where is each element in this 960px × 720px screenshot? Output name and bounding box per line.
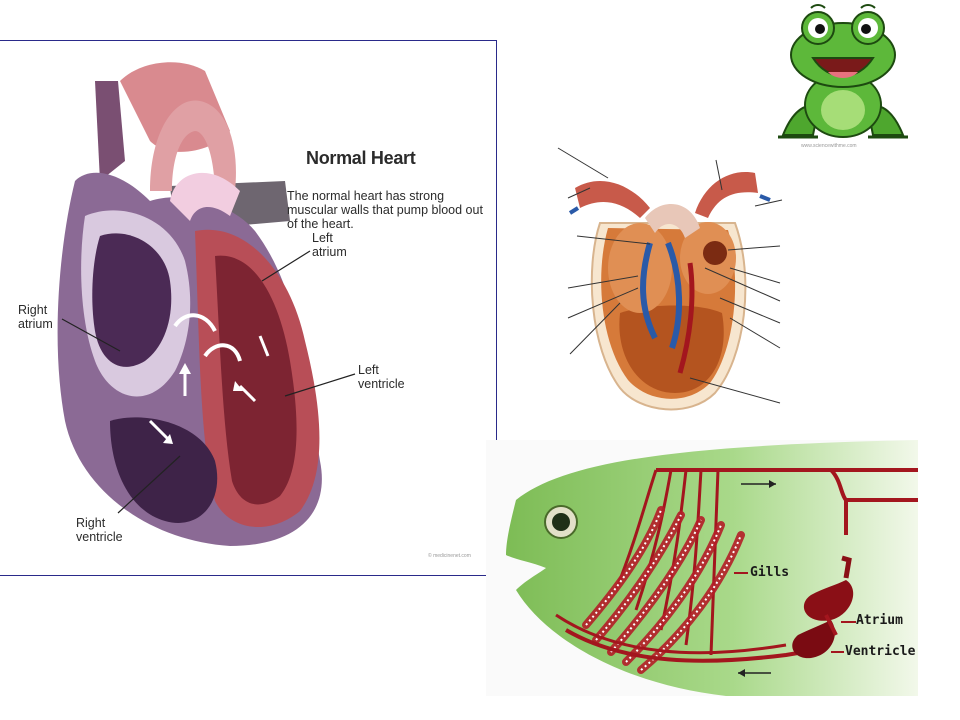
right-ventricle-label: Right ventricle xyxy=(76,516,123,544)
frog-icon xyxy=(778,4,908,139)
heart-description: The normal heart has strong muscular wal… xyxy=(287,189,483,231)
heart-credit: © medicinenet.com xyxy=(428,553,471,559)
frog-heart-illustration xyxy=(557,147,783,411)
right-atrium-label: Right atrium xyxy=(18,303,53,331)
normal-heart-panel: Normal Heart The normal heart has strong… xyxy=(0,40,497,576)
atrium-label: Atrium xyxy=(856,613,903,628)
left-atrium-label: Left atrium xyxy=(312,231,347,259)
frog-heart-panel xyxy=(490,118,800,418)
ventricle-label: Ventricle xyxy=(845,644,916,659)
fish-heart-illustration xyxy=(506,440,918,696)
fish-heart-panel: Gills Atrium Ventricle xyxy=(486,440,918,696)
left-ventricle-label: Left ventricle xyxy=(358,363,405,391)
human-heart-illustration xyxy=(57,62,356,546)
frog-credit: www.sciencewithme.com xyxy=(801,143,857,149)
gills-label: Gills xyxy=(750,565,790,580)
heart-title: Normal Heart xyxy=(306,148,416,168)
frog-cartoon-panel: www.sciencewithme.com xyxy=(773,0,913,150)
